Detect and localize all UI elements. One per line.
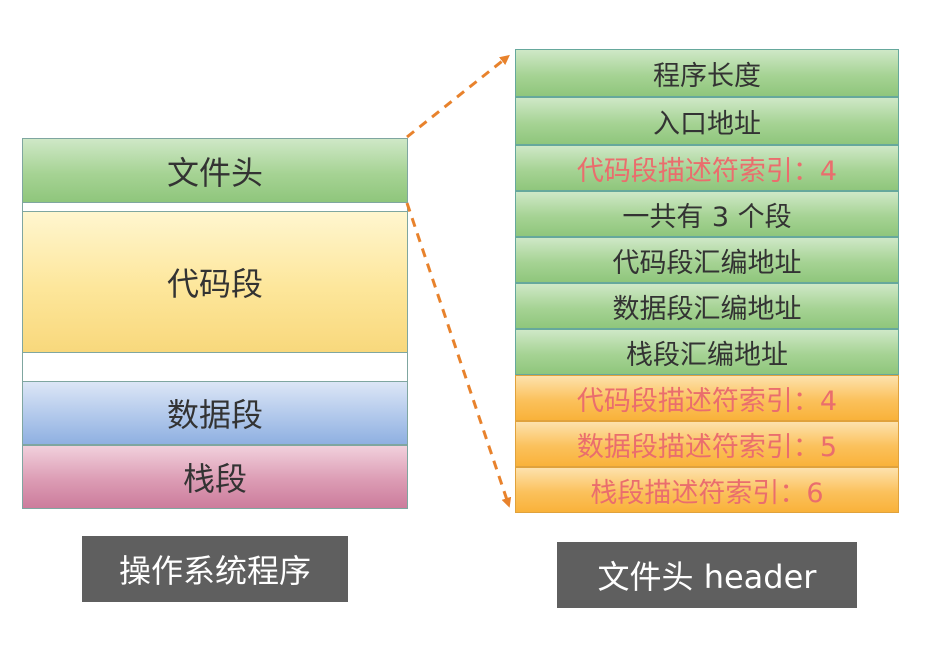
segment-data: 数据段 (22, 381, 408, 445)
segment-code: 代码段 (22, 211, 408, 353)
segment-label: 栈段 (182, 460, 247, 498)
header-field: 栈段汇编地址 (515, 329, 899, 375)
field-label: 程序长度 (653, 60, 761, 92)
field-label: 代码段汇编地址 (612, 247, 802, 279)
field-label: 栈段汇编地址 (626, 339, 788, 371)
header-field-code-descriptor: 代码段描述符索引：4 (515, 375, 899, 421)
field-label: 入口地址 (653, 108, 761, 140)
header-field: 入口地址 (515, 97, 899, 145)
caption-text: 操作系统程序 (118, 552, 311, 590)
field-label: 数据段描述符索引：5 (576, 431, 838, 463)
segment-gap (22, 203, 408, 211)
caption-text: 文件头 header (597, 558, 817, 596)
segment-file-header: 文件头 (22, 138, 408, 203)
segment-gap (22, 353, 408, 381)
header-field: 数据段汇编地址 (515, 283, 899, 329)
header-field: 程序长度 (515, 49, 899, 97)
arrow-to-header-top (406, 54, 510, 139)
segment-label: 文件头 (166, 153, 263, 192)
field-label: 一共有 3 个段 (622, 201, 792, 233)
segment-label: 数据段 (166, 396, 263, 434)
header-field-data-descriptor: 数据段描述符索引：5 (515, 421, 899, 467)
field-label: 栈段描述符索引：6 (590, 477, 824, 509)
field-label: 代码段描述符索引：4 (576, 385, 838, 417)
segment-label: 代码段 (166, 265, 263, 303)
header-field-segment-count: 一共有 3 个段 (515, 191, 899, 237)
field-label: 数据段汇编地址 (612, 293, 802, 325)
field-label: 代码段描述符索引：4 (576, 155, 838, 187)
header-field-code-index: 代码段描述符索引：4 (515, 145, 899, 191)
header-field-stack-descriptor: 栈段描述符索引：6 (515, 467, 899, 513)
header-caption: 文件头 header (557, 542, 857, 608)
header-field: 代码段汇编地址 (515, 237, 899, 283)
arrow-to-header-bottom (405, 202, 512, 508)
segment-stack: 栈段 (22, 445, 408, 509)
program-caption: 操作系统程序 (82, 536, 348, 602)
